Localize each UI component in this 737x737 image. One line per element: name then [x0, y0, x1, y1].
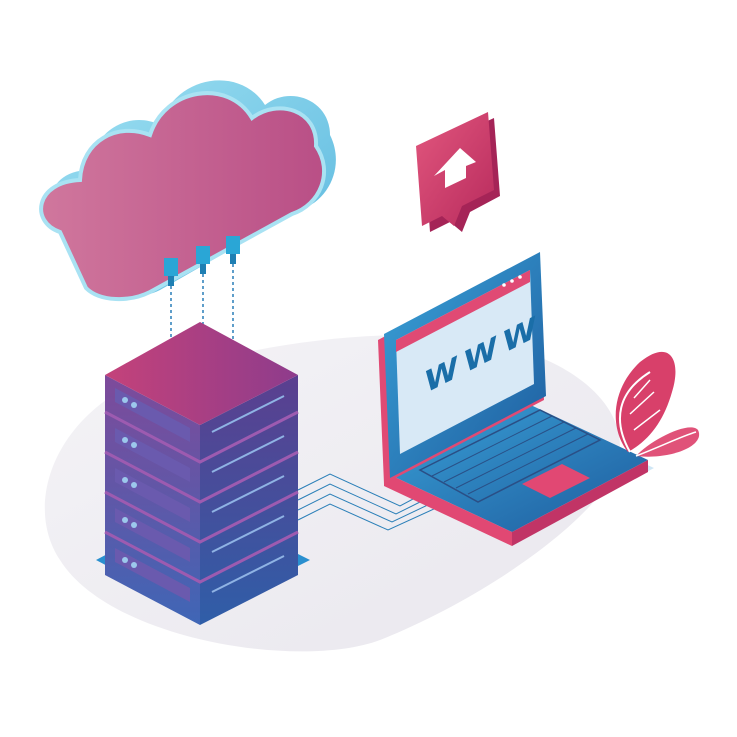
server-units	[104, 410, 299, 584]
server-rack-icon	[96, 322, 310, 625]
laptop-touchpad	[522, 464, 590, 498]
server-panels	[115, 388, 190, 602]
laptop-screen	[396, 270, 534, 454]
upload-arrow-icon	[416, 112, 500, 232]
server-vents	[211, 395, 285, 593]
leaf-icon	[615, 351, 700, 457]
cloud-icon	[39, 80, 336, 302]
laptop-keyboard	[418, 409, 602, 503]
cloud-connectors	[164, 236, 240, 286]
laptop-icon: WWW	[378, 252, 654, 546]
server-lights	[122, 397, 137, 568]
